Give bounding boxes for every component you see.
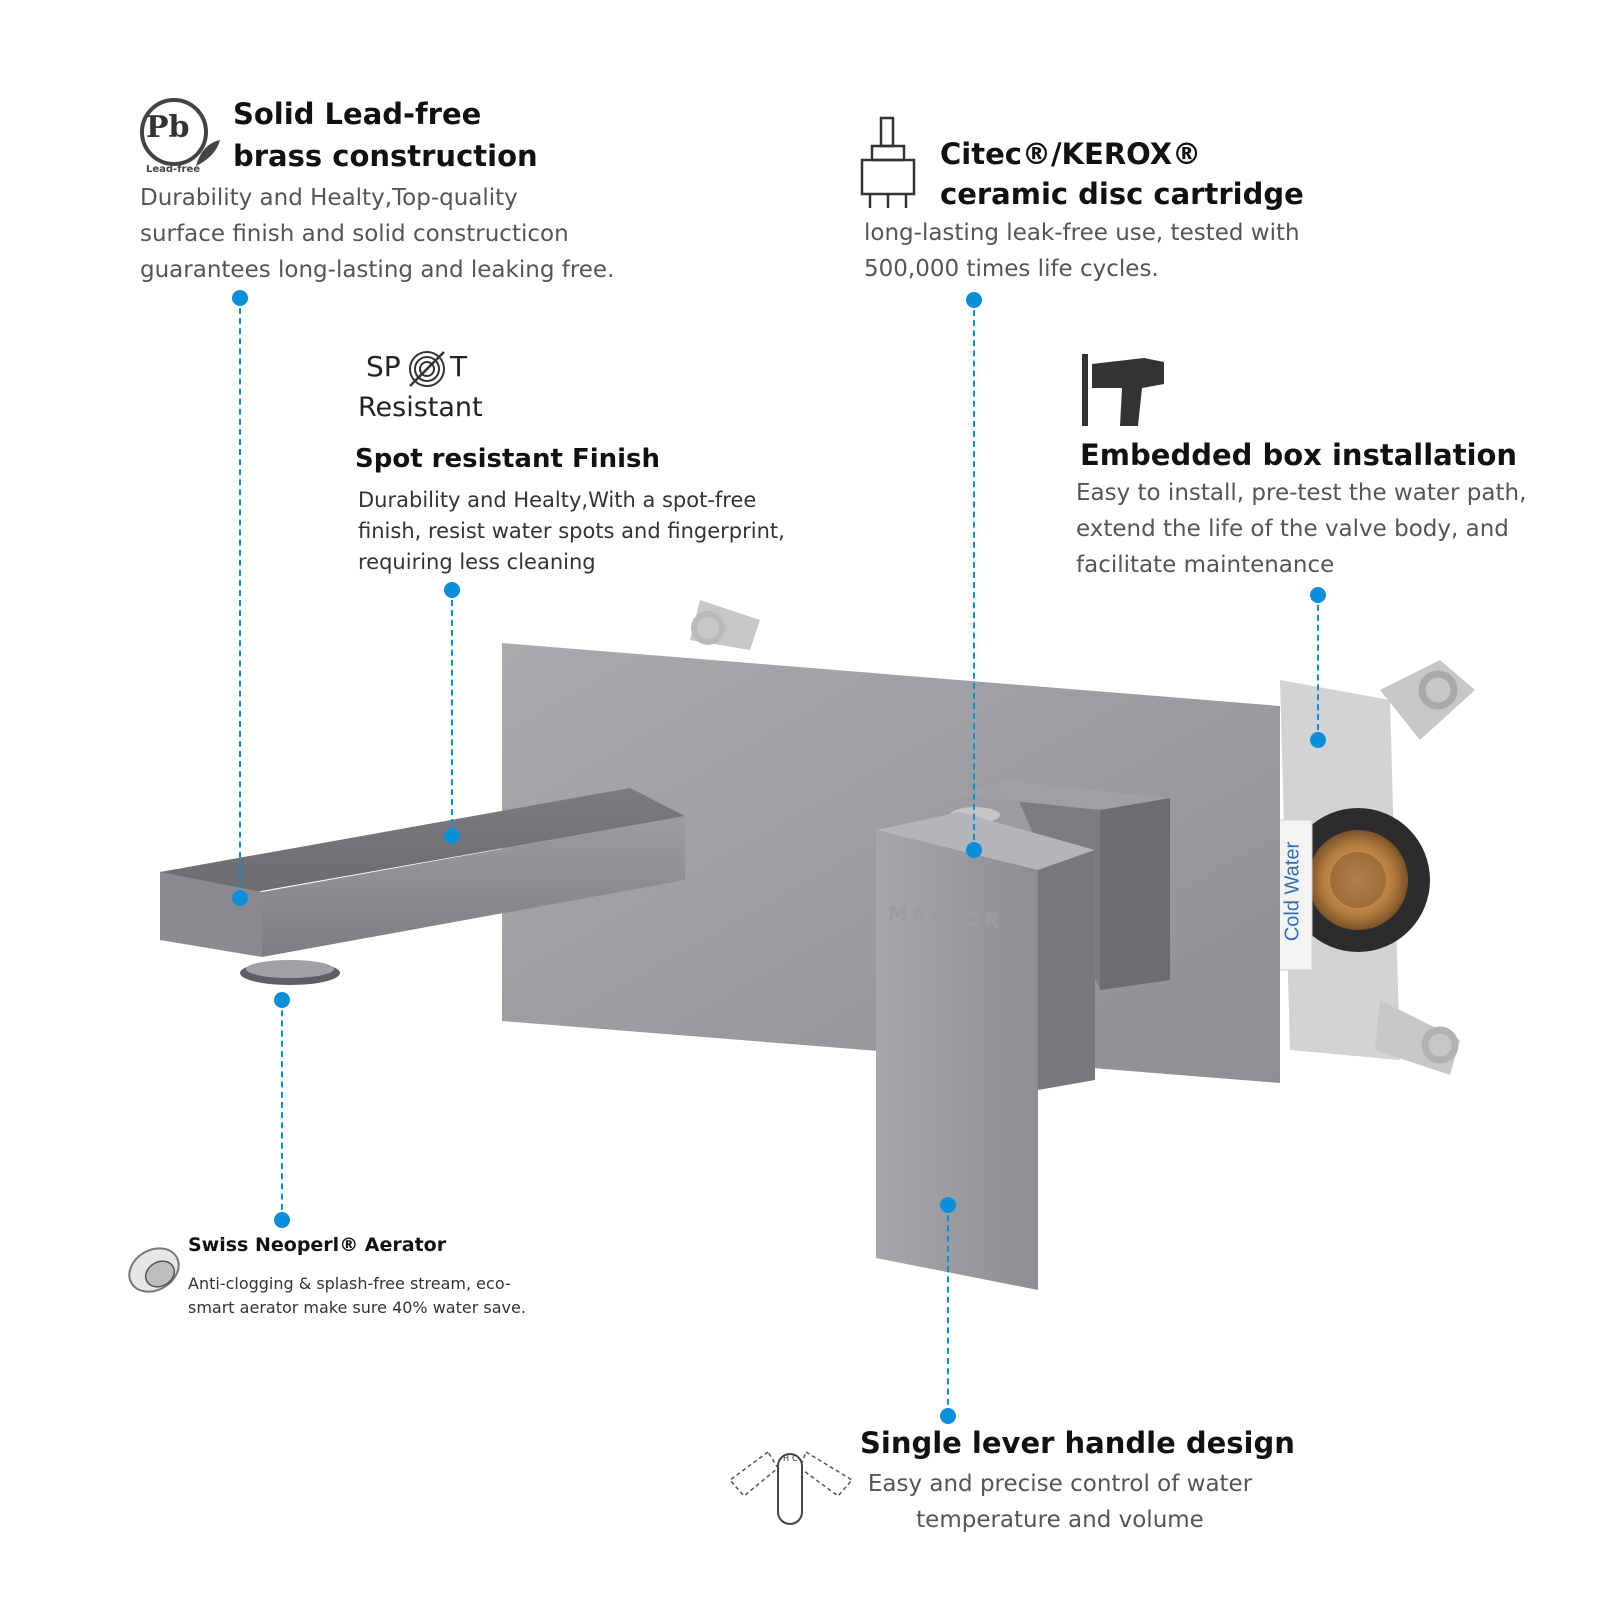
lever-description: Easy and precise control of water temper… (867, 1471, 1253, 1533)
aerator-description: Anti-clogging & splash-free stream, eco-… (188, 1274, 526, 1317)
aerator-title: Swiss Neoperl® Aerator (188, 1234, 447, 1256)
cartridge-description: long-lasting leak-free use, tested with … (864, 220, 1300, 282)
connector-line (947, 1205, 949, 1415)
callout-dot (232, 290, 248, 306)
embedded-box-description: Easy to install, pre-test the water path… (1076, 480, 1527, 578)
drill-icon (1082, 354, 1172, 430)
aerator-icon (122, 1238, 186, 1306)
callout-dot (966, 292, 982, 308)
callout-dot (1310, 587, 1326, 603)
cold-water-label: Cold Water (1281, 841, 1304, 942)
lever-handle (876, 812, 1095, 1290)
lever-title: Single lever handle design (860, 1426, 1295, 1460)
connector-line (1317, 595, 1319, 740)
callout-dot (940, 1408, 956, 1424)
connector-line (451, 590, 453, 835)
callout-dot (274, 992, 290, 1008)
connector-line (281, 1000, 283, 1220)
embedded-box-title: Embedded box installation (1080, 438, 1518, 472)
lead-free-icon: Pb Lead-free (136, 96, 222, 182)
cartridge-title: Citec®/KEROX® ceramic disc cartridge (940, 137, 1304, 211)
callout-dot (940, 1197, 956, 1213)
spot-resistant-description: Durability and Healty,With a spot-free f… (358, 488, 785, 574)
lead-free-title: Solid Lead-free brass construction (233, 97, 538, 173)
callout-dot (232, 890, 248, 906)
connector-line (239, 298, 241, 898)
fingerprint-icon (406, 348, 448, 394)
callout-dot (1310, 732, 1326, 748)
embedded-box (690, 600, 1475, 1075)
spot-resistant-logo: SP T Resistant (358, 348, 483, 423)
connector-line (973, 300, 975, 850)
lead-free-description: Durability and Healty,Top-quality surfac… (140, 185, 615, 283)
spot-resistant-title: Spot resistant Finish (355, 444, 661, 474)
callout-dot (444, 828, 460, 844)
callout-dot (444, 582, 460, 598)
lever-range-icon: H C (728, 1450, 854, 1530)
callout-dot (966, 842, 982, 858)
callout-dot (274, 1212, 290, 1228)
cartridge-icon (858, 116, 918, 215)
